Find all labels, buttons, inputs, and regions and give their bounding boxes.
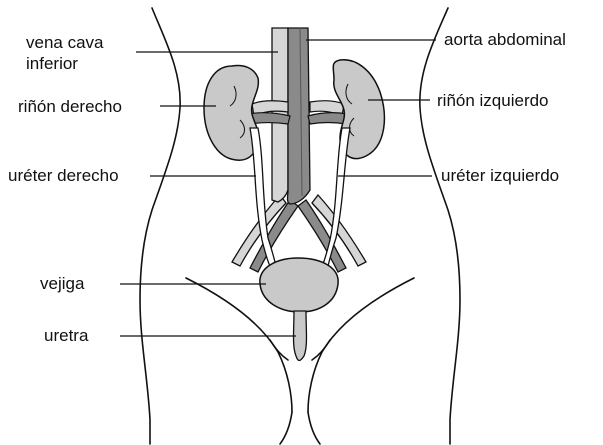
- label-vena-cava-line2: inferior: [26, 53, 104, 74]
- label-vena-cava-inferior: vena cava inferior: [26, 32, 104, 74]
- label-rinon-derecho: riñón derecho: [18, 96, 122, 117]
- label-rinon-izquierdo: riñón izquierdo: [437, 90, 549, 111]
- label-uretra: uretra: [44, 325, 88, 346]
- label-ureter-derecho: uréter derecho: [8, 165, 119, 186]
- aorta-shape: [288, 28, 311, 204]
- label-vejiga: vejiga: [40, 273, 84, 294]
- label-aorta-abdominal: aorta abdominal: [444, 29, 566, 50]
- label-vena-cava-line1: vena cava: [26, 32, 104, 53]
- bladder-shape: [260, 258, 338, 312]
- label-ureter-izquierdo: uréter izquierdo: [441, 165, 559, 186]
- right-kidney-shape: [204, 66, 258, 161]
